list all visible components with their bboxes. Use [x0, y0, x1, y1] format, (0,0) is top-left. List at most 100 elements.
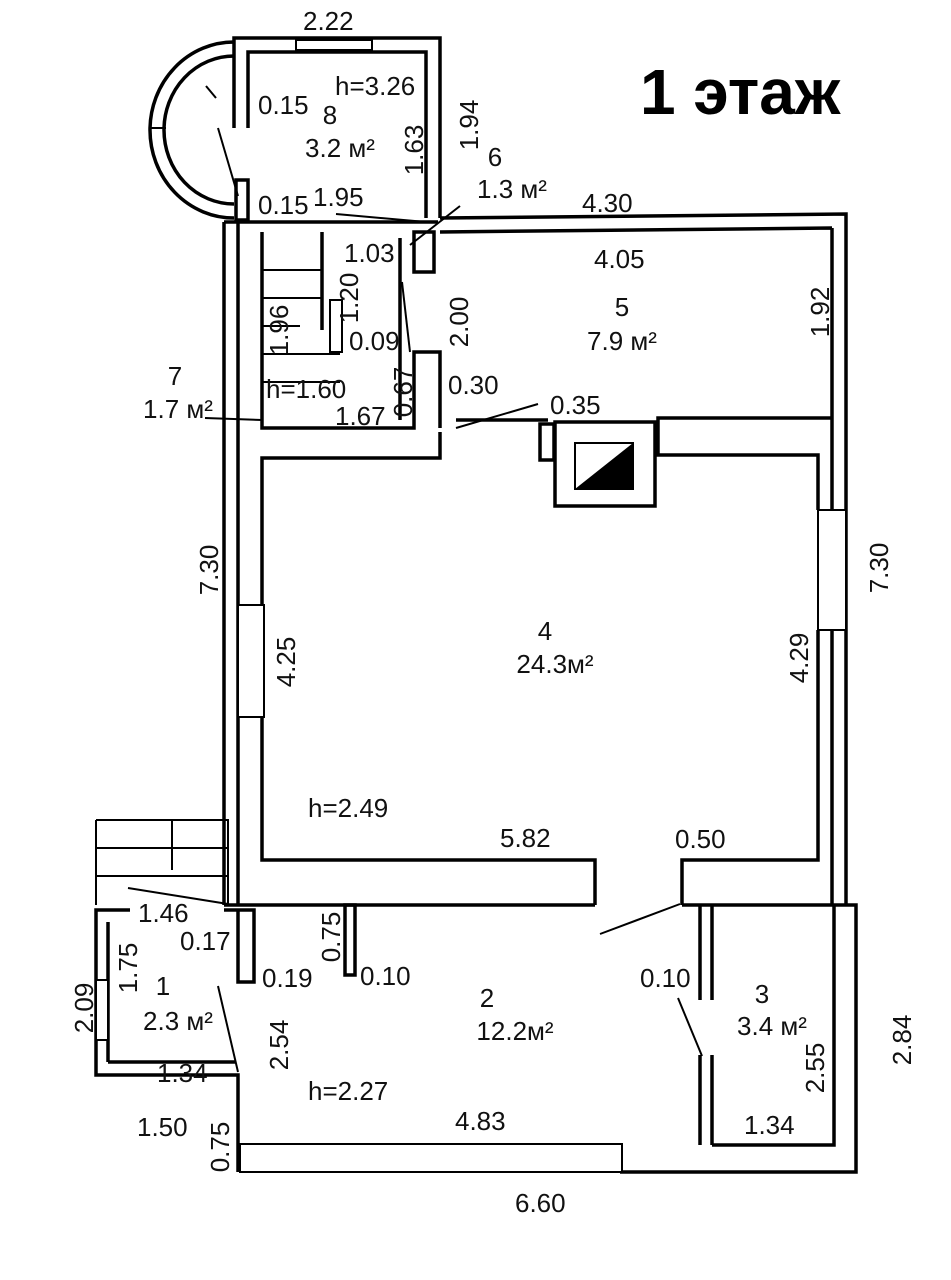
- dimension-label: 4.30: [582, 188, 633, 218]
- room6-number: 6: [488, 142, 502, 172]
- dimension-label: 0.30: [448, 370, 499, 400]
- dimension-label: 1.46: [138, 898, 189, 928]
- room6-area: 1.3 м²: [477, 174, 547, 204]
- dimension-label: 0.15: [258, 90, 309, 120]
- dimension-label: 0.50: [675, 824, 726, 854]
- room7-area: 1.7 м²: [143, 394, 213, 424]
- stove-fill: [575, 443, 633, 489]
- bay-divider: [205, 85, 217, 99]
- dimension-label: 1.34: [744, 1110, 795, 1140]
- dimension-label: 0.09: [349, 326, 400, 356]
- walls: [94, 36, 858, 1174]
- stairs: [262, 269, 340, 383]
- leader-line: [599, 903, 681, 935]
- room2-area: 12.2м²: [476, 1016, 553, 1046]
- room4-number: 4: [538, 616, 552, 646]
- dimension-label: 2.00: [444, 297, 474, 348]
- dimension-label: 5.82: [500, 823, 551, 853]
- height-room4: h=2.49: [308, 793, 388, 823]
- room5-area: 7.9 м²: [587, 326, 657, 356]
- leader-line: [204, 417, 263, 421]
- height-room2: h=2.27: [308, 1076, 388, 1106]
- room2-number: 2: [480, 983, 494, 1013]
- dimension-label: 6.60: [515, 1188, 566, 1218]
- window-room2: [239, 1143, 623, 1173]
- stove: [553, 420, 657, 508]
- wall-pier: [234, 178, 250, 222]
- dimension-label: 1.34: [157, 1058, 208, 1088]
- dimension-label: 1.94: [454, 100, 484, 151]
- room1-number: 1: [156, 971, 170, 1001]
- wall-room5: [260, 416, 832, 605]
- dimension-label: 2.09: [69, 983, 99, 1034]
- room3-area: 3.4 м²: [737, 1011, 807, 1041]
- dimension-label: 1.63: [399, 125, 429, 176]
- outer-wall: [222, 212, 848, 905]
- stair-rail: [329, 299, 343, 353]
- dimension-labels-vertical: 1.63 1.94 1.20 1.96 2.00 1.92 0.67 7.30 …: [69, 100, 917, 1173]
- wall-room7: [260, 232, 442, 430]
- dimension-label: 7.30: [194, 545, 224, 596]
- dimension-label: 4.29: [784, 633, 814, 684]
- leader-line: [401, 281, 411, 353]
- room5-number: 5: [615, 292, 629, 322]
- dimension-label: 4.83: [455, 1106, 506, 1136]
- dimension-label: 1.75: [113, 943, 143, 994]
- dimension-label: 1.95: [313, 182, 364, 212]
- room8-number: 8: [323, 100, 337, 130]
- leader-line: [217, 985, 239, 1073]
- window-room8: [295, 39, 373, 51]
- dimension-label: 1.50: [137, 1112, 188, 1142]
- floor-title: 1 этаж: [640, 56, 841, 128]
- dimension-label: 2.22: [303, 6, 354, 36]
- dimension-label: 0.19: [262, 963, 313, 993]
- dimension-label: 0.10: [640, 963, 691, 993]
- room7-number: 7: [168, 361, 182, 391]
- dimension-label: 1.92: [805, 287, 835, 338]
- dimension-label: 1.96: [264, 305, 294, 356]
- window-room4-left: [237, 604, 265, 718]
- dimension-label: 1.67: [335, 401, 386, 431]
- room4-area: 24.3м²: [516, 649, 593, 679]
- leader-line: [409, 205, 461, 246]
- dimension-label: 4.05: [594, 244, 645, 274]
- leader-line: [455, 403, 539, 429]
- dimension-label: 4.25: [271, 637, 301, 688]
- ceiling-heights: h=3.26 h=1.60 h=2.49 h=2.27: [266, 71, 415, 1106]
- dimension-label: 0.75: [205, 1122, 235, 1173]
- porch-steps: [95, 819, 229, 905]
- dimension-labels: 2.22 0.15 0.15 1.95 4.30 1.03 4.05 0.09 …: [137, 6, 795, 1218]
- window-room4-right: [817, 509, 847, 631]
- dimension-label: 1.03: [344, 238, 395, 268]
- room1-area: 2.3 м²: [143, 1006, 213, 1036]
- height-room7: h=1.60: [266, 374, 346, 404]
- dimension-label: 2.84: [887, 1015, 917, 1066]
- dimension-label: 0.67: [388, 367, 418, 418]
- wall-room8: [232, 36, 442, 218]
- dimension-label: 7.30: [864, 543, 894, 594]
- height-room8: h=3.26: [335, 71, 415, 101]
- dimension-label: 0.17: [180, 926, 231, 956]
- wall-pier: [412, 230, 436, 274]
- stove-pier: [538, 422, 556, 462]
- room8-area: 3.2 м²: [305, 133, 375, 163]
- leader-line: [335, 213, 427, 223]
- leader-line: [217, 127, 239, 197]
- dimension-label: 2.54: [264, 1020, 294, 1071]
- leader-line: [677, 997, 703, 1057]
- leader-lines: [127, 127, 703, 1073]
- room-labels: 8 3.2 м² 6 1.3 м² 5 7.9 м² 7 1.7 м² 4 24…: [143, 100, 807, 1046]
- dimension-label: 0.10: [360, 961, 411, 991]
- leader-line: [127, 887, 229, 905]
- wall-room4: [260, 630, 820, 905]
- room3-number: 3: [755, 979, 769, 1009]
- dimension-label: 1.20: [334, 273, 364, 324]
- dimension-label: 2.55: [800, 1043, 830, 1094]
- dimension-label: 0.15: [258, 190, 309, 220]
- bay-window-arc: [148, 40, 235, 220]
- dimension-label: 0.35: [550, 390, 601, 420]
- window-room1: [95, 979, 109, 1041]
- wall-pier: [343, 903, 357, 977]
- dimension-label: 0.75: [316, 912, 346, 963]
